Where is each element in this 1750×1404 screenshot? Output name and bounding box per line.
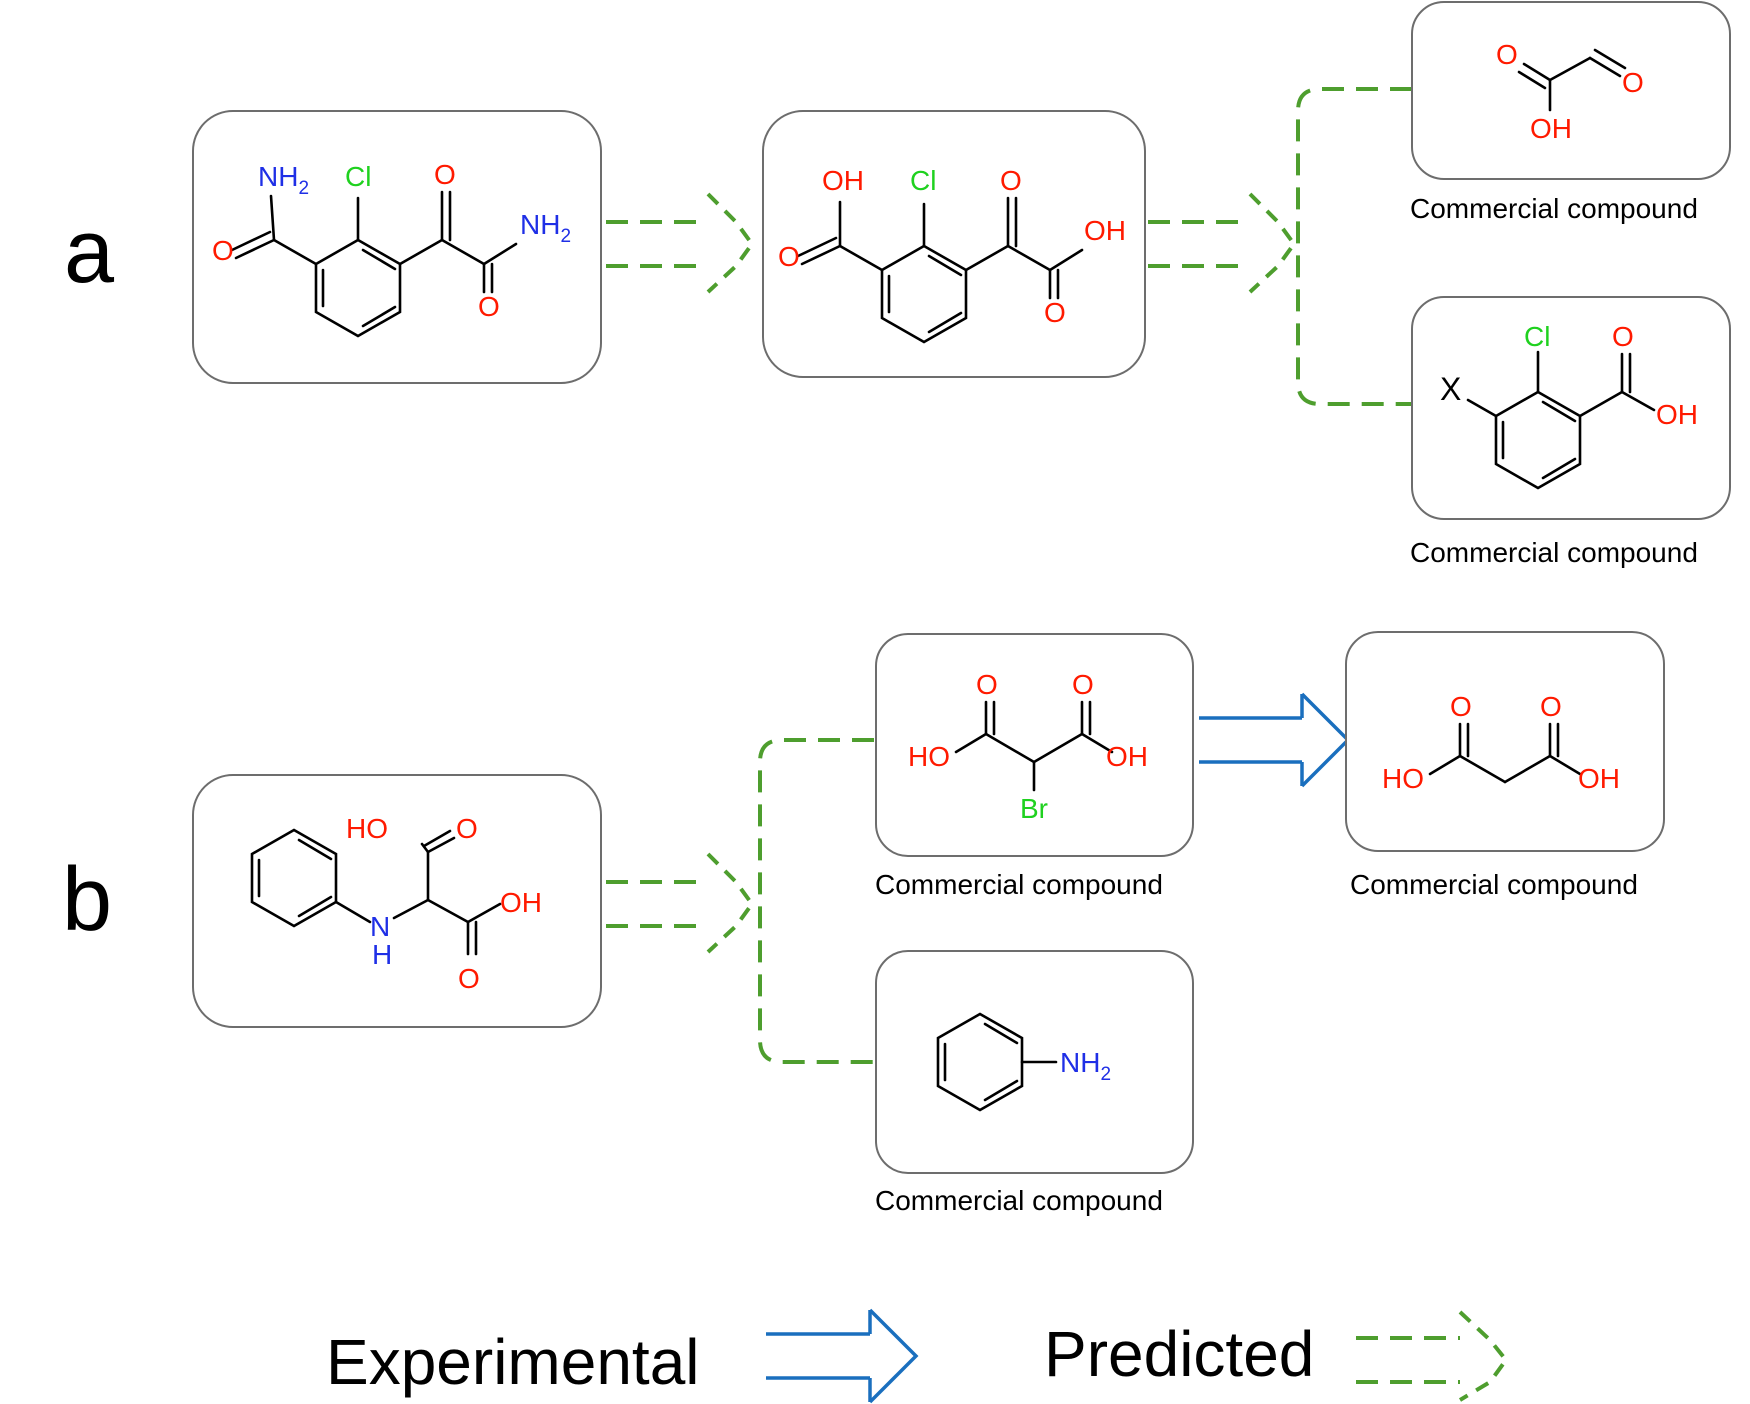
legend-experimental-label: Experimental: [326, 1326, 700, 1398]
predicted-arrow-b1: [606, 852, 755, 954]
atom-o: O: [1612, 321, 1634, 352]
atom-oh: OH: [1084, 215, 1126, 246]
atom-o: O: [434, 159, 456, 190]
atom-ho: HO: [1382, 763, 1424, 794]
panel-label-a: a: [64, 202, 115, 302]
compound-box-b-malonic-acid: [1345, 631, 1665, 852]
legend-experimental-arrow: [766, 1308, 919, 1404]
molecule-a-intermediate: OH Cl O O OH O: [778, 165, 1126, 344]
atom-nh2: NH2: [1060, 1047, 1111, 1085]
atom-br: Br: [1020, 793, 1048, 824]
predicted-branch-b: [758, 738, 874, 1064]
legend-predicted-label: Predicted: [1044, 1318, 1314, 1390]
atom-o: O: [1450, 691, 1472, 722]
atom-o: O: [1072, 669, 1094, 700]
atom-oh: OH: [822, 165, 864, 196]
molecule-b-aniline: NH2: [936, 1012, 1111, 1112]
atom-ho: HO: [908, 741, 950, 772]
predicted-arrow-a1: [606, 192, 755, 294]
atom-o: O: [478, 291, 500, 322]
molecule-b-target: HO O OH N H O: [250, 813, 542, 994]
caption-commercial-compound: Commercial compound: [1350, 869, 1638, 900]
atom-o: O: [458, 963, 480, 994]
molecule-a-glyoxylic-acid: O O OH: [1496, 39, 1644, 144]
compound-box-a-glyoxylic-acid: [1411, 1, 1731, 180]
caption-commercial-compound: Commercial compound: [1410, 537, 1698, 568]
atom-o: O: [456, 813, 478, 844]
compound-box-a-halo-chlorobenzoic-acid: [1411, 296, 1731, 520]
predicted-arrow-a2: [1148, 192, 1297, 294]
caption-commercial-compound: Commercial compound: [875, 1185, 1163, 1216]
compound-box-b-bromomalonic-acid: [875, 633, 1194, 857]
atom-oh: OH: [1530, 113, 1572, 144]
molecule-a-halo-chlorobenzoic-acid: Cl O OH X: [1440, 321, 1698, 490]
atom-oh: OH: [1106, 741, 1148, 772]
molecule-b-bromomalonic-acid: O O HO OH Br: [908, 669, 1148, 824]
compound-box-a-intermediate: [762, 110, 1146, 378]
atom-cl: Cl: [1524, 321, 1550, 352]
atom-cl: Cl: [910, 165, 936, 196]
atom-cl: Cl: [345, 161, 371, 192]
atom-o: O: [1000, 165, 1022, 196]
atom-ho: HO: [346, 813, 388, 844]
caption-commercial-compound: Commercial compound: [1410, 193, 1698, 224]
atom-o: O: [778, 241, 800, 272]
molecule-a-target: NH2 Cl O O NH2 O: [212, 159, 571, 338]
atom-o: O: [1496, 39, 1518, 70]
atom-oh: OH: [500, 887, 542, 918]
atom-nh2: NH2: [520, 209, 571, 247]
legend-predicted-arrow: [1356, 1310, 1509, 1402]
atom-nh2: NH2: [258, 161, 309, 199]
atom-o: O: [1540, 691, 1562, 722]
compound-box-a-target: [192, 110, 602, 384]
predicted-branch-a: [1296, 87, 1412, 406]
atom-x: X: [1440, 371, 1461, 407]
atom-h: H: [372, 939, 392, 970]
atom-o: O: [212, 235, 234, 266]
atom-o: O: [976, 669, 998, 700]
panel-label-b: b: [62, 850, 112, 950]
atom-o: O: [1622, 67, 1644, 98]
experimental-arrow-b: [1199, 692, 1351, 788]
molecule-b-malonic-acid: O O HO OH: [1382, 691, 1620, 794]
compound-box-b-target: [192, 774, 602, 1028]
atom-o: O: [1044, 297, 1066, 328]
atom-n: N: [370, 911, 390, 942]
caption-commercial-compound: Commercial compound: [875, 869, 1163, 900]
atom-oh: OH: [1578, 763, 1620, 794]
atom-oh: OH: [1656, 399, 1698, 430]
